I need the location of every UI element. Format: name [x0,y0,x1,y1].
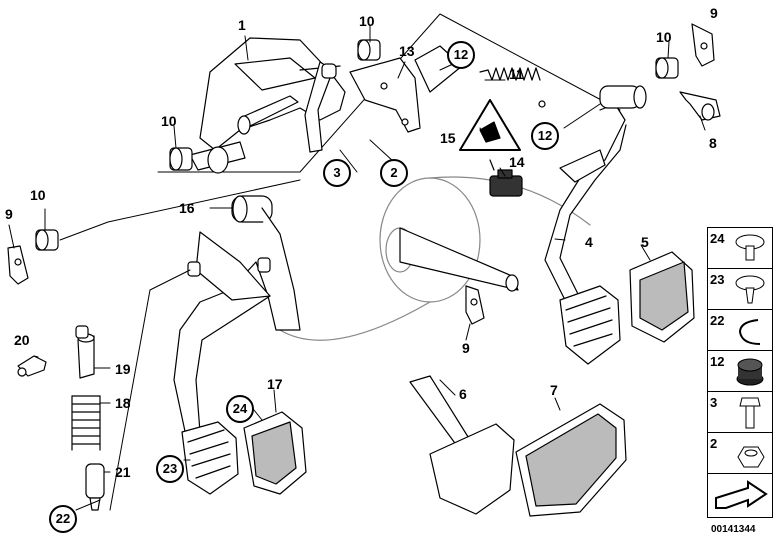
clutch-pedal-arm [173,195,301,437]
legend-number: 3 [710,395,718,410]
callout-11: 11 [509,66,524,82]
brake-pedal-arm [544,85,647,301]
callout-8: 8 [709,135,717,151]
callout-17: 17 [267,376,283,392]
clip-rivet-icon [735,234,765,261]
callout-2: 2 [380,159,408,187]
callout-21: 21 [115,464,131,480]
cap-19 [75,325,95,379]
brake-pedal-pad [559,285,621,365]
leader-lines [8,24,706,511]
legend-item-3: 3 [707,391,773,433]
callout-9-right: 9 [710,5,718,21]
hex-bolt-icon [739,397,761,429]
callout-15: 15 [440,130,456,146]
callout-12-right: 12 [531,122,559,150]
clip-9-middle [465,285,485,325]
callout-5: 5 [641,234,649,250]
callout-10-right: 10 [656,29,672,45]
callout-20: 20 [14,332,30,348]
sleeve-21 [85,463,105,511]
pedal-bracket [189,37,346,174]
bushing-10-top [357,39,381,61]
bushing-10-right [655,57,679,79]
return-spring [479,67,546,108]
callout-24: 24 [226,395,254,423]
callout-3: 3 [323,159,351,187]
legend-item-2: 2 [707,432,773,474]
callout-9-middle: 9 [462,340,470,356]
warning-label [459,99,521,151]
legend-item-12: 12 [707,350,773,392]
clip-9-right [691,23,715,67]
callout-13: 13 [399,43,415,59]
callout-4: 4 [585,234,593,250]
callout-16: 16 [179,200,195,216]
callout-14: 14 [509,154,525,170]
legend-number: 23 [710,272,725,287]
callout-10-left: 10 [161,113,177,129]
clip-9-left [7,245,29,285]
clutch-pedal-pad [181,421,239,495]
clip-20 [17,355,47,377]
legend-number: 2 [710,436,718,451]
accelerator-arm [409,375,515,515]
legend-item-22: 22 [707,309,773,351]
callout-1: 1 [238,17,246,33]
brake-pad-cover [629,251,695,343]
callout-19: 19 [115,361,131,377]
legend-item-arrow [707,473,773,518]
document-id: 00141344 [711,524,756,535]
callout-9-left: 9 [5,206,13,222]
spring-18 [71,395,101,451]
small-parts-legend: 24 23 22 12 3 2 [707,227,773,518]
legend-number: 22 [710,313,725,328]
retaining-clip-8 [679,91,721,121]
legend-item-23: 23 [707,268,773,310]
pedal-pad-7 [515,403,627,517]
expanding-rivet-icon [735,275,765,304]
legend-item-24: 24 [707,227,773,269]
push-rod [399,227,519,292]
callout-7: 7 [550,382,558,398]
callout-12-top: 12 [447,41,475,69]
bushing-10-far-left [35,229,59,251]
direction-arrow-icon [715,480,768,509]
callout-10-top: 10 [359,13,375,29]
callout-6: 6 [459,386,467,402]
legend-number: 24 [710,231,725,246]
callout-18: 18 [115,395,131,411]
clutch-pad-cover [243,411,307,495]
retaining-clip-icon [738,319,761,345]
callout-23: 23 [156,455,184,483]
callout-10-far-left: 10 [30,187,46,203]
rubber-buffer-icon [736,358,764,386]
legend-number: 12 [710,354,725,369]
callout-22: 22 [49,505,77,533]
hex-nut-icon [737,446,765,468]
bushing-10-left [169,147,193,171]
brake-light-switch [489,159,523,197]
